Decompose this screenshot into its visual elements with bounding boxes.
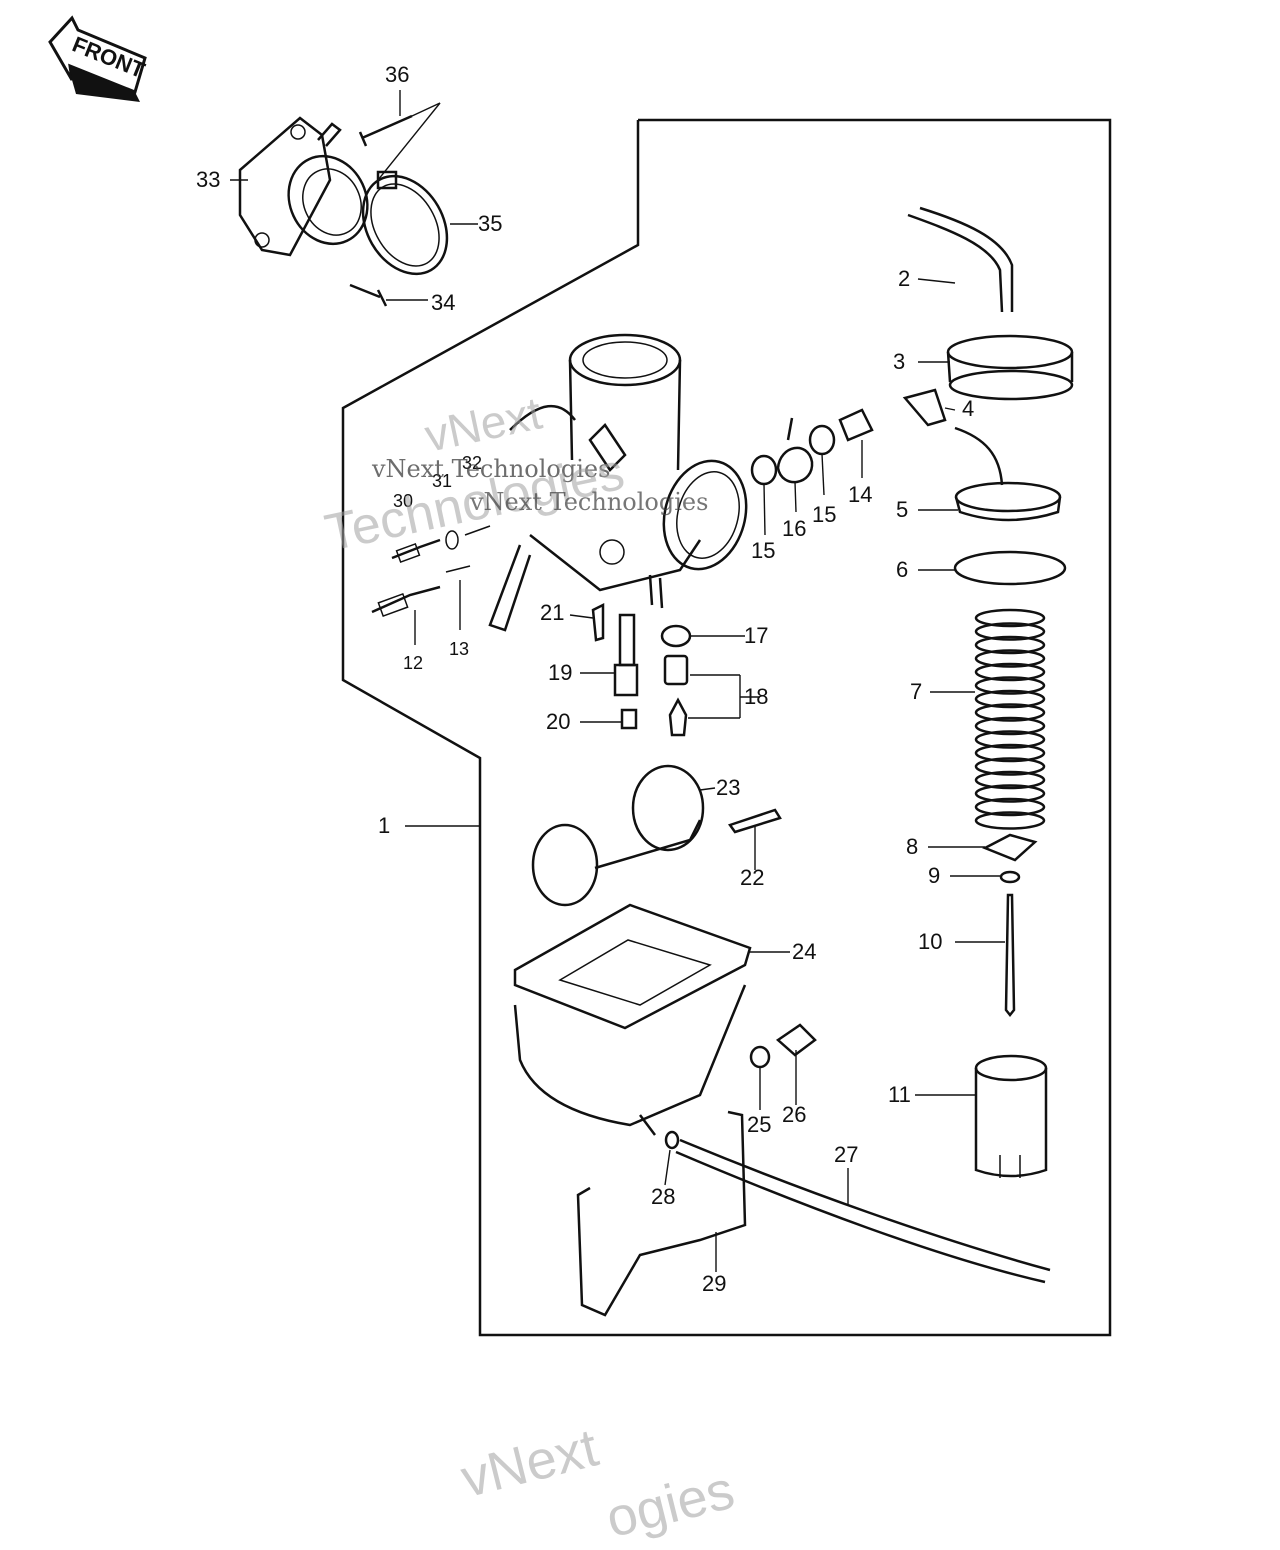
callout-26: 26 <box>782 1102 807 1127</box>
callout-11: 11 <box>888 1082 911 1107</box>
callout-14: 14 <box>848 482 873 507</box>
spring-part <box>974 608 1046 830</box>
callout-5: 5 <box>896 497 909 522</box>
callout-30: 30 <box>393 491 414 511</box>
callout-15a: 15 <box>751 538 776 563</box>
spring-coil <box>974 622 1046 641</box>
callout-29: 29 <box>702 1271 727 1296</box>
spring-coil <box>974 811 1046 830</box>
spring-coil <box>974 662 1046 682</box>
vent-tube-part <box>907 206 1014 313</box>
spring-coil <box>974 703 1046 722</box>
drain-screw-part <box>749 1023 817 1069</box>
throttle-valve-part <box>974 1054 1048 1178</box>
callout-36: 36 <box>385 62 410 87</box>
callout-25: 25 <box>747 1112 772 1137</box>
spring-coil <box>974 608 1046 628</box>
adjusting-screw-part <box>371 525 491 617</box>
spring-coil <box>974 676 1046 695</box>
screw-part <box>349 114 413 307</box>
callout-6: 6 <box>896 557 909 582</box>
drain-hose-part <box>576 1110 1051 1317</box>
assembly-outline <box>341 118 1112 1337</box>
spring-coil <box>974 716 1046 736</box>
callout-1: 1 <box>378 813 391 838</box>
callout-16: 16 <box>782 516 807 541</box>
callout-12: 12 <box>403 653 424 673</box>
callout-7: 7 <box>910 679 923 704</box>
needle-part <box>982 833 1038 1018</box>
callout-17: 17 <box>744 623 769 648</box>
spring-coil <box>974 635 1046 655</box>
spring-coil <box>974 784 1046 803</box>
callout-32: 32 <box>462 453 483 473</box>
spring-coil <box>974 797 1046 817</box>
intake-holder-part <box>238 116 369 257</box>
callout-3: 3 <box>893 349 906 374</box>
callout-19: 19 <box>548 660 573 685</box>
callout-4: 4 <box>962 396 975 421</box>
spring-coil <box>974 743 1046 763</box>
callout-35: 35 <box>478 211 503 236</box>
callout-20: 20 <box>546 709 571 734</box>
callout-27: 27 <box>834 1142 859 1167</box>
mixing-chamber-cap-part <box>902 388 1062 522</box>
carburetor-body-part <box>488 333 748 632</box>
spring-coil <box>974 689 1046 709</box>
banjo-fitting-part <box>750 408 874 486</box>
jet-parts <box>591 602 692 737</box>
callout-34: 34 <box>431 290 456 315</box>
watermark: vNext Technologies <box>372 455 611 483</box>
callout-21: 21 <box>540 600 565 625</box>
callout-22: 22 <box>740 865 765 890</box>
callout-8: 8 <box>906 834 919 859</box>
watermark: vNext Technologies <box>470 488 709 516</box>
callout-24: 24 <box>792 939 817 964</box>
callout-15b: 15 <box>812 502 837 527</box>
callout-2: 2 <box>898 266 911 291</box>
callout-18: 18 <box>744 684 769 709</box>
callout-28: 28 <box>651 1184 676 1209</box>
callout-23: 23 <box>716 775 741 800</box>
callout-10: 10 <box>918 929 943 954</box>
plate-part <box>953 550 1067 586</box>
callout-13: 13 <box>449 639 470 659</box>
callout-33: 33 <box>196 167 221 192</box>
spring-coil <box>974 757 1046 776</box>
front-arrow-icon: FRONT <box>48 15 149 102</box>
float-bowl-part <box>513 903 752 1136</box>
spring-coil <box>974 770 1046 790</box>
clamp-part <box>361 170 449 276</box>
spring-coil <box>974 730 1046 749</box>
float-part <box>531 764 782 907</box>
callout-31: 31 <box>432 471 453 491</box>
leader-lines <box>230 90 1005 1272</box>
top-cap-part <box>946 334 1074 401</box>
callout-9: 9 <box>928 863 941 888</box>
spring-coil <box>974 649 1046 668</box>
